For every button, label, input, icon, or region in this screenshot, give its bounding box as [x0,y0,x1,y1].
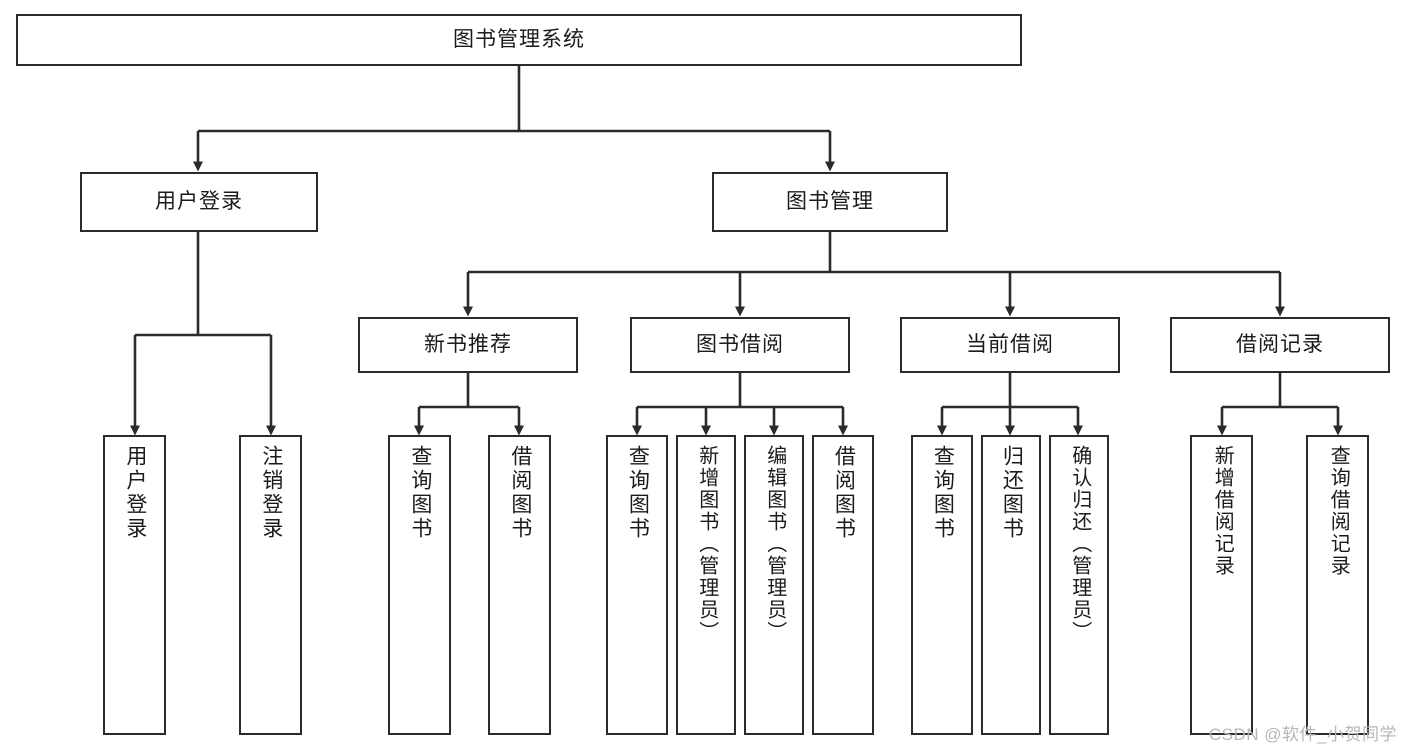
leaf-label: 确认归还（管理员） [1068,445,1091,643]
leaf-current-borrow-return[interactable]: 归还图书 [981,435,1041,735]
node-book-borrow-label: 图书借阅 [696,332,784,356]
node-book-management[interactable]: 图书管理 [712,172,948,232]
node-user-login-label: 用户登录 [155,189,243,213]
leaf-user-login-signout[interactable]: 注销登录 [239,435,302,735]
leaf-label: 归还图书 [1000,445,1024,541]
node-borrow-record-label: 借阅记录 [1236,332,1324,356]
leaf-label: 查询图书 [408,445,432,541]
node-new-book-recommend[interactable]: 新书推荐 [358,317,578,373]
node-book-management-label: 图书管理 [786,189,874,213]
leaf-label: 新增图书（管理员） [695,445,718,643]
leaf-new-book-borrow[interactable]: 借阅图书 [488,435,551,735]
leaf-label: 新增借阅记录 [1211,445,1234,577]
leaf-label: 借阅图书 [832,445,856,541]
leaf-borrow-record-add[interactable]: 新增借阅记录 [1190,435,1253,735]
node-new-book-recommend-label: 新书推荐 [424,332,512,356]
watermark-text: CSDN @软件_小贺同学 [1208,725,1397,744]
leaf-new-book-query[interactable]: 查询图书 [388,435,451,735]
leaf-label: 查询图书 [931,445,955,541]
leaf-book-borrow-query[interactable]: 查询图书 [606,435,668,735]
leaf-book-borrow-lend[interactable]: 借阅图书 [812,435,874,735]
leaf-book-borrow-add[interactable]: 新增图书（管理员） [676,435,736,735]
leaf-label: 注销登录 [259,445,283,541]
node-current-borrow[interactable]: 当前借阅 [900,317,1120,373]
leaf-current-borrow-query[interactable]: 查询图书 [911,435,973,735]
leaf-label: 用户登录 [123,445,147,541]
leaf-current-borrow-confirm[interactable]: 确认归还（管理员） [1049,435,1109,735]
leaf-label: 编辑图书（管理员） [763,445,786,643]
node-root-label: 图书管理系统 [453,27,585,51]
node-book-borrow[interactable]: 图书借阅 [630,317,850,373]
leaf-borrow-record-query[interactable]: 查询借阅记录 [1306,435,1369,735]
leaf-label: 查询借阅记录 [1327,445,1350,577]
node-borrow-record[interactable]: 借阅记录 [1170,317,1390,373]
leaf-user-login-signin[interactable]: 用户登录 [103,435,166,735]
leaf-label: 查询图书 [626,445,650,541]
node-root[interactable]: 图书管理系统 [16,14,1022,66]
leaf-book-borrow-edit[interactable]: 编辑图书（管理员） [744,435,804,735]
leaf-label: 借阅图书 [508,445,532,541]
node-current-borrow-label: 当前借阅 [966,332,1054,356]
node-user-login[interactable]: 用户登录 [80,172,318,232]
